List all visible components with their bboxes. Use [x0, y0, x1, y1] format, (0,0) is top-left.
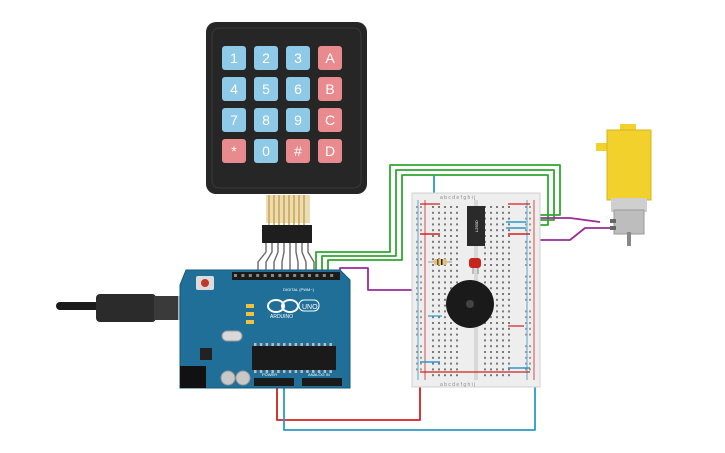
keypad-key-face: [254, 46, 278, 70]
keypad-key-0-2[interactable]: 3: [286, 46, 310, 70]
keypad-key-label: 0: [262, 143, 270, 159]
chip-label: L293D: [474, 220, 479, 232]
capacitor-2: [235, 370, 251, 386]
keypad-wire[interactable]: [307, 243, 315, 272]
keypad-key-label: 8: [262, 112, 270, 128]
keypad-key-face: [318, 139, 342, 163]
keypad-key-1-2[interactable]: 6: [286, 77, 310, 101]
keypad-key-2-0[interactable]: 7: [222, 108, 246, 132]
keypad-key-label: 9: [294, 112, 302, 128]
motor-driver-chip[interactable]: L293D: [467, 206, 485, 246]
keypad-key-label: A: [325, 50, 335, 66]
keypad-wire[interactable]: [265, 243, 273, 272]
keypad-key-face: [222, 77, 246, 101]
arduino-uno[interactable]: ARDUINO UNO DIGITAL (PWM~) POWER ANALOG …: [56, 269, 351, 389]
wire-blue-power[interactable]: [283, 372, 536, 431]
arduino-logo: ARDUINO UNO: [267, 299, 320, 320]
capacitor-1: [220, 370, 236, 386]
keypad-key-face: [254, 77, 278, 101]
arduino-brand-text: ARDUINO: [270, 314, 293, 320]
piezo-buzzer[interactable]: [446, 280, 494, 328]
keypad-key-face: [318, 77, 342, 101]
keypad-keys: 1 2 3 A 4 5 6 B 7 8 9 C * 0 # D: [222, 46, 342, 163]
keypad-wire[interactable]: [257, 243, 267, 272]
power-label: POWER: [262, 372, 277, 377]
keypad-key-1-0[interactable]: 4: [222, 77, 246, 101]
digital-label: DIGITAL (PWM~): [283, 287, 315, 292]
red-led[interactable]: [469, 258, 481, 274]
dc-motor[interactable]: [596, 124, 652, 246]
keypad[interactable]: 1 2 3 A 4 5 6 B 7 8 9 C * 0 # D: [206, 22, 367, 194]
keypad-key-face: [286, 77, 310, 101]
power-jack: [180, 366, 206, 388]
keypad-key-label: 7: [230, 112, 238, 128]
keypad-key-face: [222, 46, 246, 70]
wire-green-1[interactable]: [315, 164, 561, 270]
keypad-connector: [262, 225, 312, 243]
keypad-key-label: D: [325, 143, 335, 159]
arduino-model-text: UNO: [302, 304, 318, 311]
wire-green-3[interactable]: [327, 174, 549, 270]
crystal: [221, 330, 243, 342]
keypad-key-face: [254, 108, 278, 132]
keypad-wire[interactable]: [301, 243, 307, 272]
keypad-key-face: [254, 139, 278, 163]
keypad-wire[interactable]: [281, 243, 285, 272]
wire-red-gnd[interactable]: [276, 372, 421, 421]
keypad-key-2-3[interactable]: C: [318, 108, 342, 132]
keypad-key-label: 2: [262, 50, 270, 66]
keypad-key-2-1[interactable]: 8: [254, 108, 278, 132]
keypad-key-face: [222, 108, 246, 132]
keypad-key-3-2[interactable]: #: [286, 139, 310, 163]
breadboard-col-letters-bottom: a b c d e f g h i j: [440, 382, 475, 388]
keypad-key-label: *: [231, 143, 237, 159]
analog-header: [302, 378, 342, 386]
keypad-key-0-3[interactable]: A: [318, 46, 342, 70]
analog-label: ANALOG IN: [308, 372, 330, 377]
keypad-key-3-3[interactable]: D: [318, 139, 342, 163]
keypad-key-label: 3: [294, 50, 302, 66]
wires: [257, 164, 612, 431]
keypad-key-2-2[interactable]: 9: [286, 108, 310, 132]
atmega-chip: [252, 346, 336, 370]
breadboard-col-letters-top: a b c d e f g h i j: [440, 195, 475, 201]
keypad-key-label: 1: [230, 50, 238, 66]
keypad-key-face: [318, 108, 342, 132]
regulator-chip: [200, 348, 212, 360]
motor-terminal-2: [610, 226, 616, 230]
keypad-key-1-3[interactable]: B: [318, 77, 342, 101]
keypad-key-label: C: [325, 112, 335, 128]
keypad-key-face: [318, 46, 342, 70]
keypad-wire[interactable]: [295, 243, 299, 272]
keypad-key-3-0[interactable]: *: [222, 139, 246, 163]
keypad-key-face: [222, 139, 246, 163]
motor-terminal-1: [610, 219, 616, 223]
keypad-key-face: [286, 139, 310, 163]
keypad-key-label: 6: [294, 81, 302, 97]
keypad-key-1-1[interactable]: 5: [254, 77, 278, 101]
keypad-key-label: #: [294, 143, 302, 159]
resistor[interactable]: [428, 259, 452, 265]
keypad-key-face: [286, 46, 310, 70]
wire-green-2[interactable]: [321, 169, 555, 270]
keypad-ribbon-cable: [262, 195, 312, 243]
keypad-wire[interactable]: [273, 243, 279, 272]
keypad-key-0-1[interactable]: 2: [254, 46, 278, 70]
keypad-key-label: 5: [262, 81, 270, 97]
wire-purple-3[interactable]: [339, 267, 440, 291]
keypad-key-3-1[interactable]: 0: [254, 139, 278, 163]
keypad-key-label: B: [325, 81, 334, 97]
keypad-key-face: [286, 108, 310, 132]
keypad-key-label: 4: [230, 81, 238, 97]
power-header: [254, 378, 294, 386]
keypad-key-0-0[interactable]: 1: [222, 46, 246, 70]
